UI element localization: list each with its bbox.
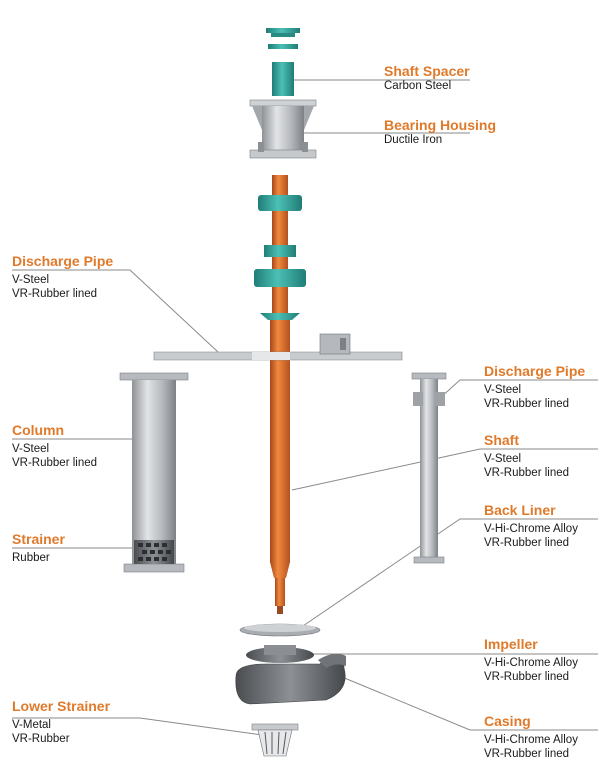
shaft-material-1: V-Steel xyxy=(484,453,522,465)
label-discharge-pipe-right: Discharge Pipe V-Steel VR-Rubber lined xyxy=(484,363,585,411)
discharge-pipe-right-material-1: V-Steel xyxy=(484,384,522,396)
label-casing: Casing V-Hi-Chrome Alloy VR-Rubber lined xyxy=(484,713,578,761)
casing-material-1: V-Hi-Chrome Alloy xyxy=(484,734,578,746)
label-column: Column V-Steel VR-Rubber lined xyxy=(12,422,97,470)
bearing-housing-title: Bearing Housing xyxy=(384,117,497,133)
strainer xyxy=(134,540,174,564)
lower-strainer-material-1: V-Metal xyxy=(12,719,51,731)
shaft-spacer-material: Carbon Steel xyxy=(384,80,452,92)
discharge-pipe-right-material-2: VR-Rubber lined xyxy=(484,398,570,410)
casing-material-2: VR-Rubber lined xyxy=(484,748,570,760)
discharge-pipe-left-material-1: V-Steel xyxy=(12,274,50,286)
casing-title: Casing xyxy=(484,713,531,729)
label-shaft-spacer: Shaft Spacer Carbon Steel xyxy=(384,63,470,93)
discharge-pipe-left-material-2: VR-Rubber lined xyxy=(12,288,98,300)
back-liner-material-2: VR-Rubber lined xyxy=(484,537,570,549)
leader-lower-strainer xyxy=(12,717,263,736)
shaft-assembly xyxy=(254,175,306,614)
discharge-pipe-left-title: Discharge Pipe xyxy=(12,253,114,269)
column-material-2: VR-Rubber lined xyxy=(12,457,98,469)
base-plate xyxy=(153,333,403,361)
impeller-title: Impeller xyxy=(484,636,538,652)
strainer-title: Strainer xyxy=(12,531,65,547)
casing xyxy=(235,653,346,705)
impeller xyxy=(246,645,314,663)
shaft-title: Shaft xyxy=(484,432,519,448)
shaft-spacer xyxy=(266,28,300,96)
strainer-material: Rubber xyxy=(12,552,50,564)
leader-discharge-pipe-right xyxy=(439,379,598,399)
label-impeller: Impeller V-Hi-Chrome Alloy VR-Rubber lin… xyxy=(484,636,578,684)
lower-strainer xyxy=(251,723,299,757)
label-bearing-housing: Bearing Housing Ductile Iron xyxy=(384,117,496,147)
column-title: Column xyxy=(12,422,65,438)
impeller-material-2: VR-Rubber lined xyxy=(484,671,570,683)
bearing-housing-material: Ductile Iron xyxy=(384,134,443,146)
back-liner xyxy=(239,623,321,637)
leader-lines xyxy=(12,79,598,736)
label-strainer: Strainer Rubber xyxy=(12,531,65,565)
discharge-pipe-right xyxy=(411,372,447,564)
back-liner-material-1: V-Hi-Chrome Alloy xyxy=(484,523,578,535)
bearing-housing xyxy=(249,99,317,159)
lower-strainer-title: Lower Strainer xyxy=(12,698,111,714)
discharge-pipe-right-title: Discharge Pipe xyxy=(484,363,586,379)
label-back-liner: Back Liner V-Hi-Chrome Alloy VR-Rubber l… xyxy=(484,502,578,550)
impeller-material-1: V-Hi-Chrome Alloy xyxy=(484,657,578,669)
label-shaft: Shaft V-Steel VR-Rubber lined xyxy=(484,432,569,480)
lower-strainer-material-2: VR-Rubber xyxy=(12,733,70,745)
leader-casing xyxy=(329,671,598,731)
shaft-spacer-title: Shaft Spacer xyxy=(384,63,470,79)
leader-back-liner xyxy=(299,518,598,629)
leader-shaft xyxy=(291,448,598,491)
shaft-material-2: VR-Rubber lined xyxy=(484,467,570,479)
back-liner-title: Back Liner xyxy=(484,502,556,518)
label-discharge-pipe-left: Discharge Pipe V-Steel VR-Rubber lined xyxy=(12,253,113,301)
label-lower-strainer: Lower Strainer V-Metal VR-Rubber xyxy=(12,698,110,746)
column-material-1: V-Steel xyxy=(12,443,50,455)
leader-discharge-pipe-left xyxy=(12,269,219,353)
